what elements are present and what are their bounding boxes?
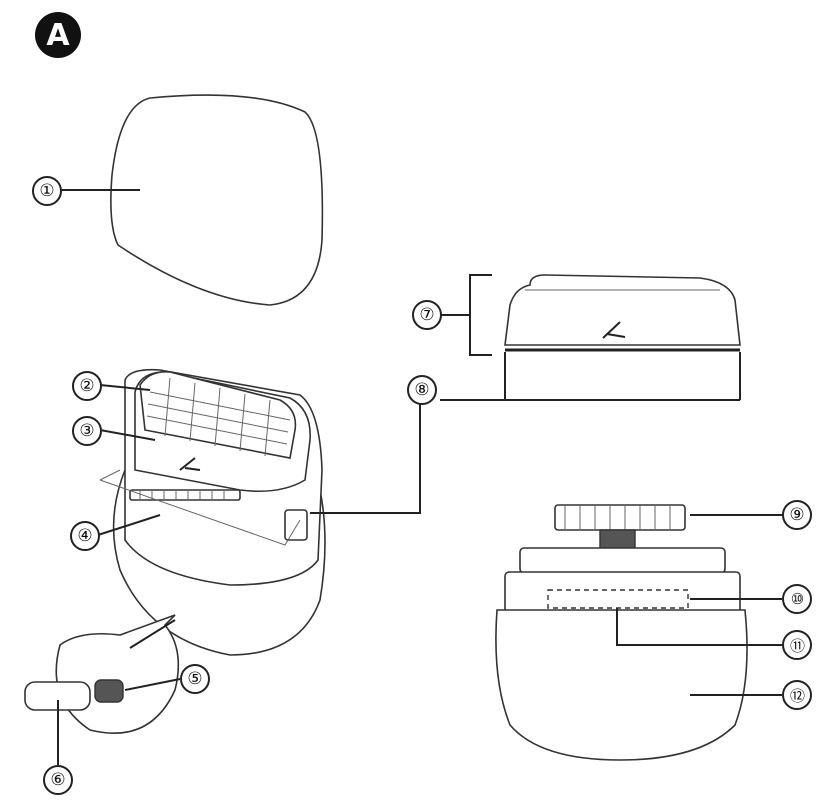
shaver-base-unit (495, 504, 748, 761)
leader-lines (57, 189, 782, 765)
release-lever (284, 509, 308, 541)
protective-cap (110, 94, 324, 306)
foil-grid (146, 377, 291, 457)
callout-12: ⑫ (782, 680, 812, 710)
inner-blade (554, 504, 686, 531)
shaver-head-unit (440, 274, 741, 401)
vent-slots (129, 489, 241, 501)
callout-10: ⑩ (782, 584, 812, 614)
brand-logo-small (602, 321, 626, 339)
panel-letter-badge: A (35, 12, 81, 58)
callout-4: ④ (70, 521, 100, 551)
callout-7: ⑦ (412, 300, 442, 330)
callout-3: ③ (72, 416, 102, 446)
callout-11: ⑪ (782, 630, 812, 660)
motor-block (519, 547, 726, 574)
detail-inset (24, 614, 180, 734)
callout-8: ⑧ (407, 375, 437, 405)
callout-6: ⑥ (43, 765, 73, 795)
callout-5: ⑤ (180, 664, 210, 694)
base-lower-body (495, 609, 748, 761)
callout-9: ⑨ (782, 500, 812, 530)
shaver-body-assembly (99, 368, 326, 656)
brand-logo-icon (179, 457, 201, 471)
head-unit-top (504, 274, 741, 346)
callout-1: ① (32, 176, 62, 206)
callout-2: ② (72, 371, 102, 401)
